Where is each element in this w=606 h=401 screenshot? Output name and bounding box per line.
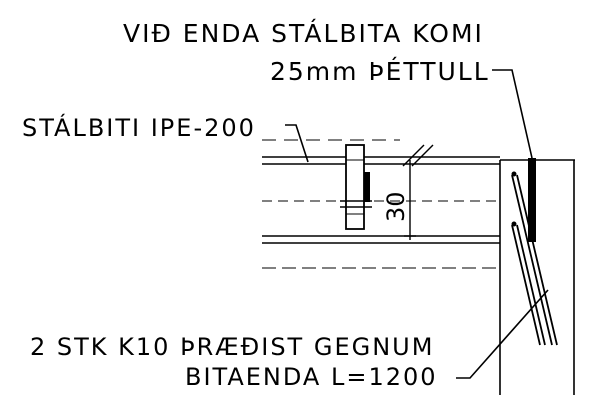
seal-note-line-1: VIÐ ENDA STÁLBITA KOMI bbox=[123, 19, 484, 48]
beam-label: STÁLBITI IPE-200 bbox=[22, 113, 256, 142]
web-stiffener bbox=[340, 144, 372, 230]
rebar-note-line-2: BITAENDA L=1200 bbox=[185, 363, 438, 391]
dimension-label: 30 bbox=[382, 191, 410, 222]
rebars bbox=[511, 171, 558, 346]
seal-note-line-2: 25mm ÞÉTTULL bbox=[270, 57, 490, 86]
seal-note-leader bbox=[492, 69, 533, 159]
dimension-30 bbox=[402, 144, 434, 240]
steel-beam bbox=[262, 139, 500, 269]
rebar-note-leader bbox=[456, 289, 549, 379]
rebar-note-line-1: 2 STK K10 ÞRÆÐIST GEGNUM bbox=[30, 333, 434, 361]
beam-label-leader bbox=[285, 124, 309, 163]
seal-strip bbox=[528, 158, 536, 242]
concrete-wall bbox=[499, 159, 575, 395]
